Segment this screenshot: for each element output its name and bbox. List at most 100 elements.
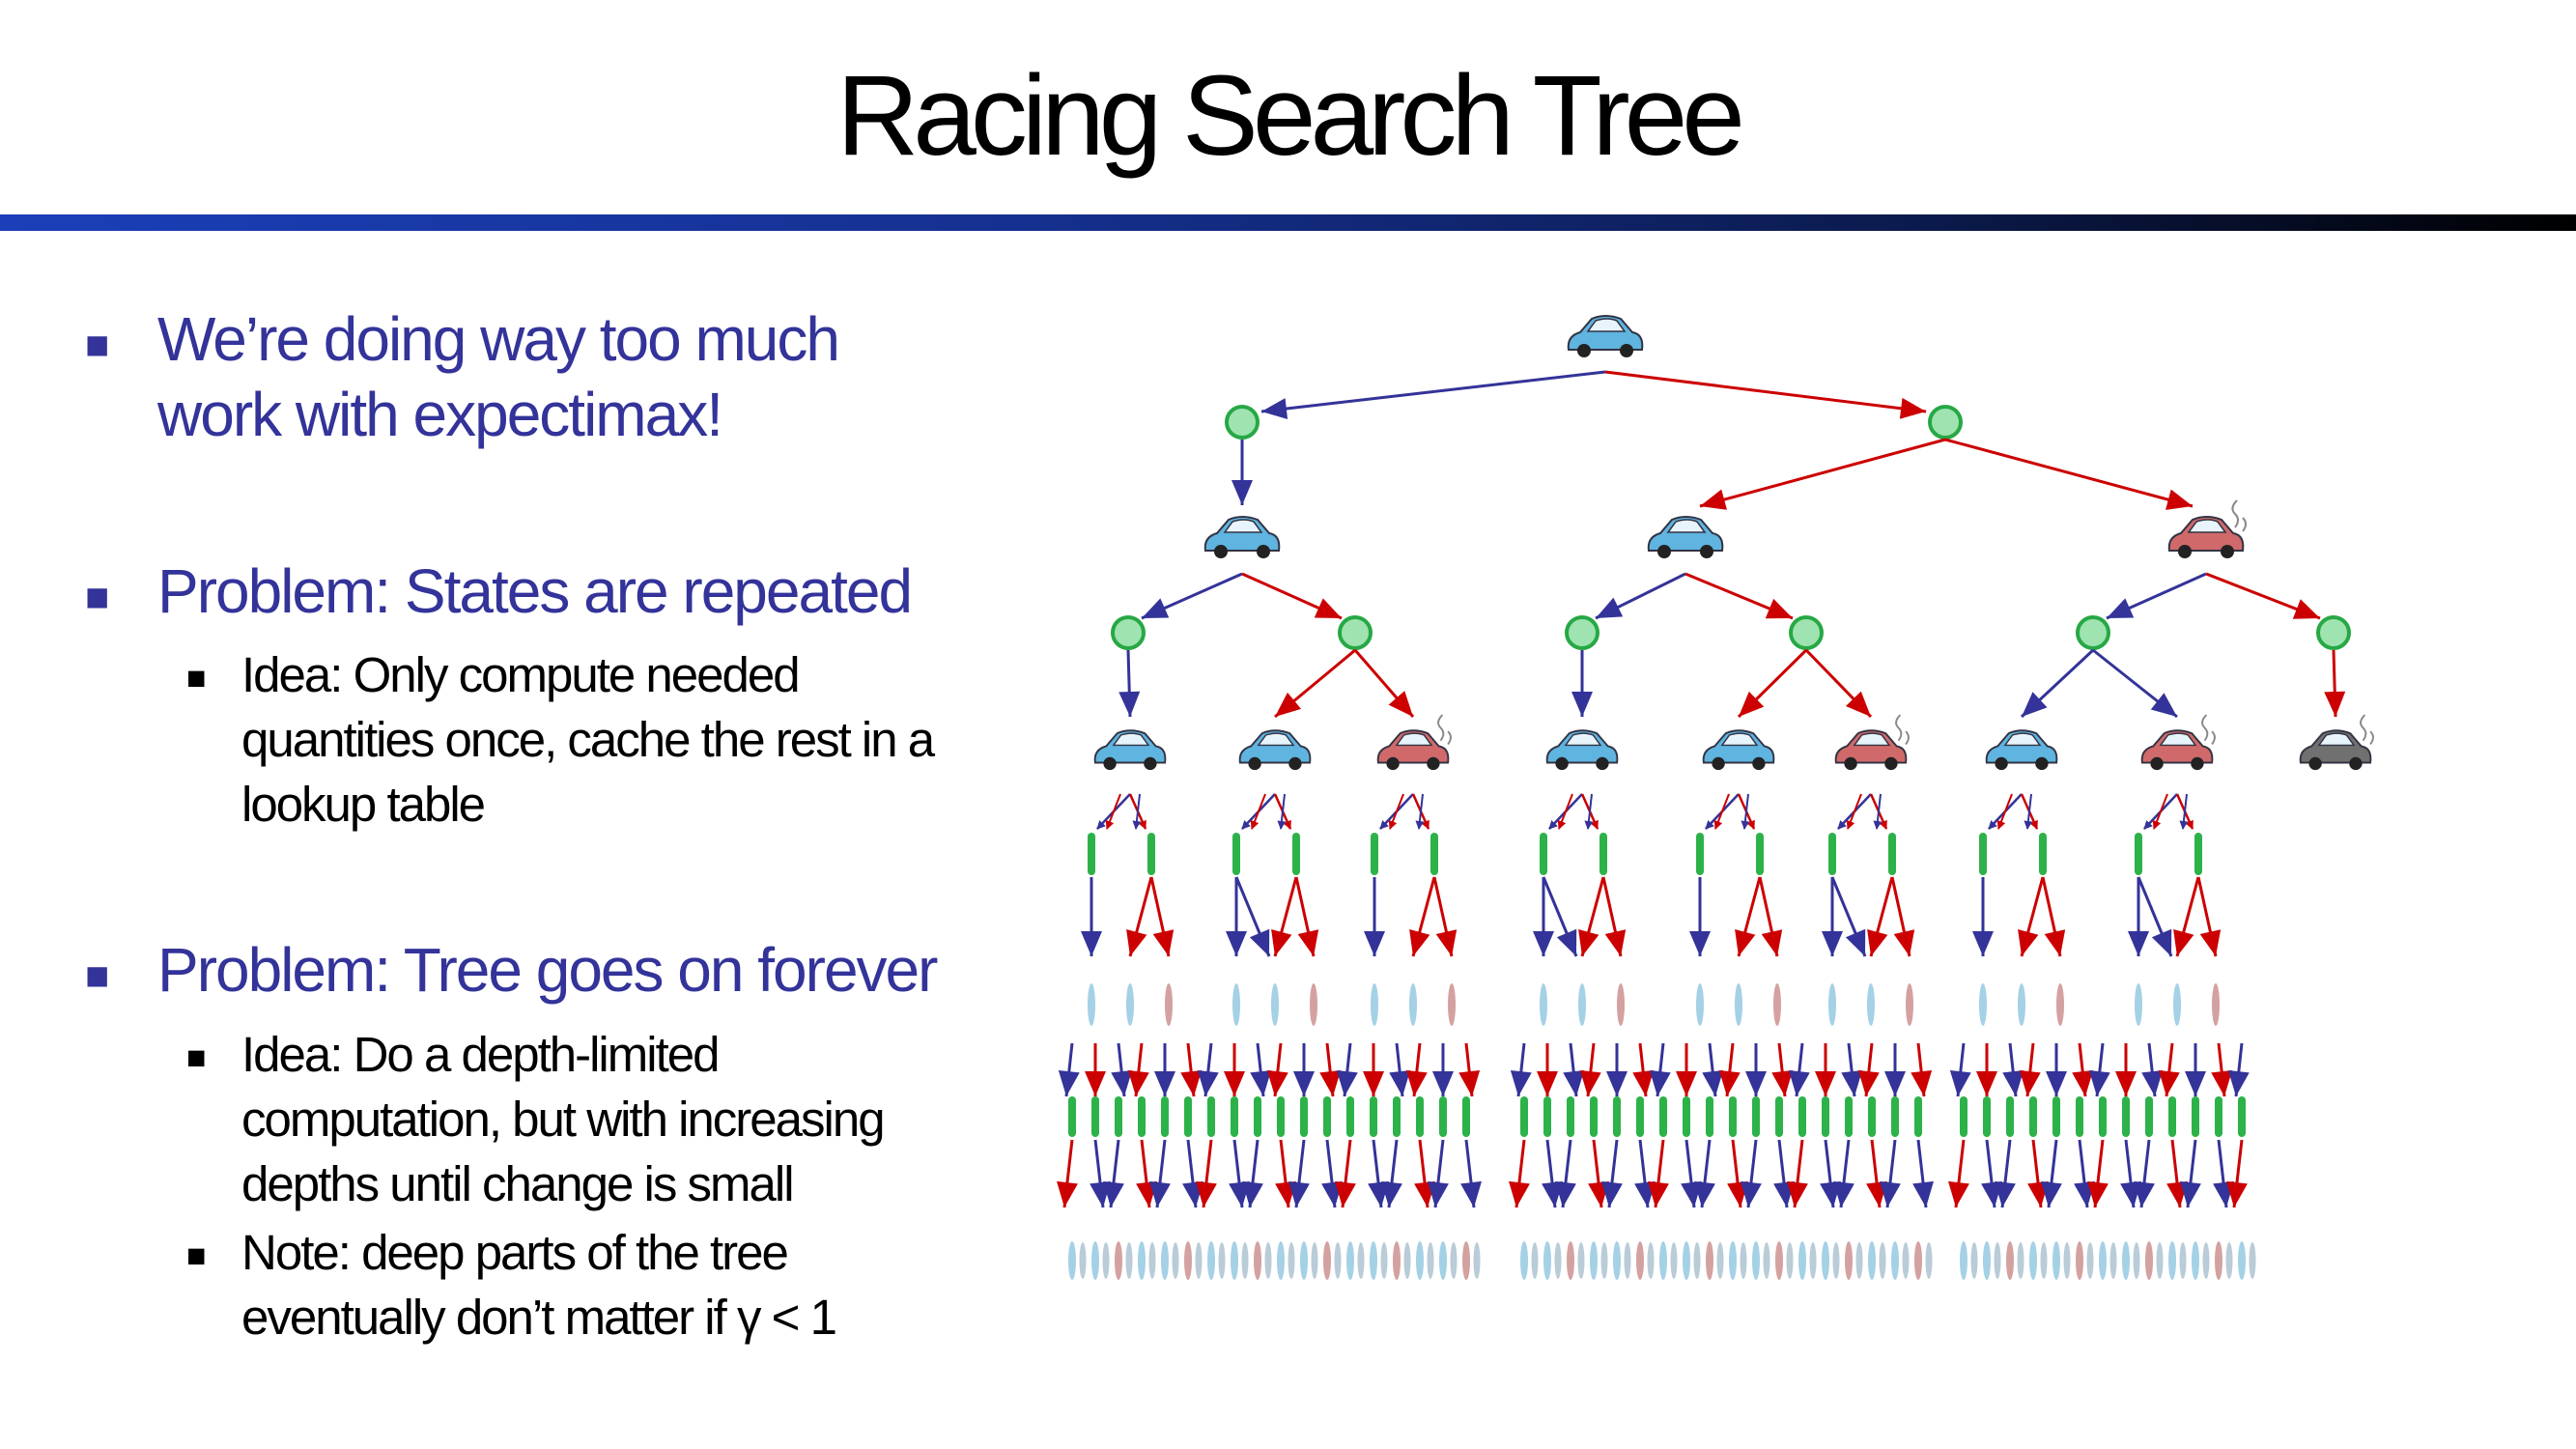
tiny-car-icon	[1798, 1241, 1806, 1280]
bullet-square-icon: ■	[85, 322, 109, 367]
chance-node	[2052, 1096, 2060, 1137]
slow-arrowhead	[1364, 931, 1385, 956]
bullet-2-sub-1: ■ Idea: Only compute needed quantities o…	[186, 642, 985, 837]
fast-arrowhead	[1196, 1180, 1217, 1208]
fast-arrowhead	[2199, 929, 2222, 956]
slow-arrowhead	[1154, 1071, 1175, 1096]
slow-arrowhead	[1261, 398, 1288, 419]
tiny-car-icon	[1809, 1242, 1817, 1279]
tiny-car-icon	[1729, 1241, 1737, 1280]
chance-node	[1636, 1096, 1644, 1137]
cool-car-icon	[1647, 516, 1724, 558]
slow-arrowhead	[1995, 1180, 2016, 1208]
tiny-car-icon	[1716, 1242, 1724, 1279]
chance-node	[1184, 1096, 1192, 1137]
fast-arrowhead	[1509, 1180, 1530, 1208]
tiny-car-icon	[2156, 1242, 2164, 1279]
chance-node	[2194, 833, 2202, 875]
tiny-car-icon	[1752, 1241, 1760, 1280]
bullet-2-sub-1-text: Idea: Only compute needed quantities onc…	[241, 647, 935, 832]
tiny-car-icon	[1232, 983, 1240, 1026]
chance-node	[1161, 1096, 1169, 1137]
tiny-car-icon	[1706, 1241, 1713, 1280]
tiny-car-icon	[1979, 983, 1987, 1026]
tiny-car-icon	[2040, 1242, 2048, 1279]
slow-arrowhead	[1845, 928, 1866, 956]
tiny-car-icon	[1231, 1241, 1238, 1280]
fast-arrowhead	[1976, 1071, 1997, 1096]
chance-node	[1565, 615, 1599, 650]
chance-node	[1696, 833, 1704, 875]
bullet-square-icon: ■	[186, 1039, 206, 1076]
fast-action-arrow	[2152, 793, 2168, 830]
fast-arrowhead	[1085, 1071, 1106, 1096]
tiny-car-icon	[2029, 1241, 2037, 1280]
chance-node	[1462, 1096, 1470, 1137]
tiny-car-icon	[1161, 1241, 1169, 1280]
tiny-car-icon	[1567, 1241, 1574, 1280]
chance-node	[1822, 1096, 1829, 1137]
fast-arrowhead	[1224, 1071, 1245, 1096]
tiny-car-icon	[1409, 983, 1417, 1026]
chance-node	[2029, 1096, 2037, 1137]
slow-arrowhead	[1231, 480, 1253, 505]
chance-node	[1111, 615, 1146, 650]
chance-node	[1706, 1096, 1713, 1137]
bullet-2-text: Problem: States are repeated	[157, 556, 913, 626]
tiny-car-icon	[1102, 1242, 1110, 1279]
tiny-car-icon	[1172, 1242, 1179, 1279]
slow-arrowhead	[1972, 931, 1994, 956]
slow-arrowhead	[1460, 1180, 1482, 1208]
tiny-car-icon	[1868, 1241, 1876, 1280]
chance-node	[1520, 1096, 1528, 1137]
chance-node	[1543, 1096, 1551, 1137]
fast-arrowhead	[1761, 929, 1783, 956]
slow-arrowhead	[1694, 1180, 1715, 1208]
chance-node	[1231, 1096, 1238, 1137]
chance-node	[2039, 833, 2047, 875]
fast-arrowhead	[1319, 1069, 1342, 1096]
tiny-car-icon	[2215, 1241, 2222, 1280]
fast-arrowhead	[1057, 1180, 1078, 1208]
tiny-car-icon	[2006, 1241, 2014, 1280]
chance-node	[1416, 1096, 1424, 1137]
chance-node	[1599, 833, 1607, 875]
chance-node	[1430, 833, 1438, 875]
fast-action-arrow	[1699, 438, 1946, 508]
tiny-car-icon	[1670, 1242, 1678, 1279]
bullet-square-icon: ■	[186, 1237, 206, 1274]
chance-node	[1888, 833, 1896, 875]
warm-car-icon	[2167, 499, 2247, 558]
chance-node	[1928, 405, 1963, 440]
chance-node	[1979, 833, 1987, 875]
slow-arrowhead	[1841, 1069, 1863, 1096]
chance-node	[1756, 833, 1764, 875]
slow-arrowhead	[1288, 1180, 1310, 1208]
cool-car-icon	[1985, 729, 2058, 771]
slow-arrowhead	[1432, 1071, 1454, 1096]
fast-arrowhead	[1409, 929, 1430, 956]
fast-arrowhead	[1815, 1071, 1836, 1096]
tiny-car-icon	[2249, 1242, 2256, 1279]
slow-arrowhead	[1081, 931, 1102, 956]
bullet-square-icon: ■	[85, 574, 109, 619]
chance-node	[1914, 1096, 1922, 1137]
tiny-car-icon	[1207, 1241, 1215, 1280]
cool-car-icon	[1203, 516, 1281, 558]
slow-arrowhead	[1118, 691, 1141, 717]
tiny-car-icon	[1970, 1242, 1978, 1279]
tiny-car-icon	[1902, 1242, 1910, 1279]
slow-arrowhead	[1601, 1180, 1623, 1208]
slow-arrowhead	[2180, 1180, 2201, 1208]
slow-arrowhead	[2151, 928, 2172, 956]
tiny-car-icon	[2017, 1242, 2024, 1279]
chance-node	[1540, 833, 1547, 875]
chance-node	[1323, 1096, 1331, 1137]
chance-node	[1338, 615, 1373, 650]
tiny-car-icon	[2063, 1242, 2071, 1279]
slow-arrowhead	[2150, 693, 2177, 717]
slow-arrowhead	[1571, 692, 1593, 717]
tiny-car-icon	[2099, 1241, 2107, 1280]
slow-action-arrow	[1584, 793, 1594, 830]
chance-node	[1789, 615, 1824, 650]
